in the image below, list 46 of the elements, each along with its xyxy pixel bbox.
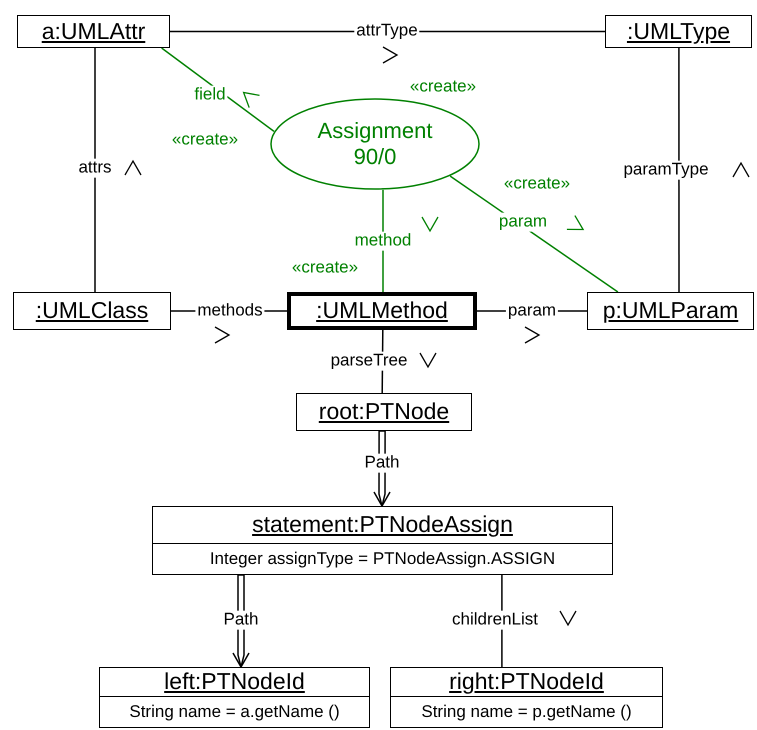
direction-arrow (124, 160, 142, 176)
direction-arrow (421, 216, 439, 232)
attribute-text: String name = a.getName () (129, 702, 340, 722)
object-box (99, 667, 370, 728)
object-name: statement:PTNodeAssign (252, 512, 513, 538)
object-box (296, 393, 472, 431)
association-line (94, 48, 96, 292)
object-name: a:UMLAttr (42, 18, 146, 44)
edge-label: parseTree (328, 352, 410, 370)
stereotype-label: «create» (502, 174, 572, 194)
direction-arrow (382, 46, 398, 64)
state-ellipse (270, 98, 480, 190)
edge-label: childrenList (450, 610, 540, 630)
object-name: p:UMLParam (602, 298, 738, 324)
object-name: right:PTNodeId (449, 669, 604, 695)
stereotype-label: «create» (408, 78, 478, 96)
object-name: root:PTNode (318, 399, 450, 425)
edge-label: method (352, 232, 414, 250)
direction-arrow (566, 215, 584, 230)
object-box (605, 15, 752, 48)
object-box (287, 292, 477, 330)
direction-arrow (242, 92, 260, 108)
object-name: :UMLMethod (316, 298, 448, 324)
direction-arrow (214, 326, 230, 344)
object-name: :UMLClass (36, 298, 148, 324)
object-name: :UMLType (626, 18, 730, 44)
object-name: left:PTNodeId (164, 669, 305, 695)
edge-label: Path (362, 454, 402, 472)
direction-arrow (559, 610, 577, 626)
object-box (390, 667, 663, 728)
direction-arrow (524, 326, 540, 344)
direction-arrow (732, 162, 750, 178)
stereotype-label: «create» (170, 130, 240, 150)
stereotype-label: «create» (290, 258, 360, 278)
attribute-text: Integer assignType = PTNodeAssign.ASSIGN (210, 549, 556, 569)
state-name: Assignment 90/0 (316, 118, 434, 170)
edge-label: Path (222, 610, 260, 630)
edge-label: attrType (354, 22, 420, 40)
object-box (17, 15, 170, 48)
object-box (13, 292, 171, 330)
association-line (678, 48, 680, 292)
edge-label: attrs (76, 158, 114, 178)
object-box (152, 506, 613, 575)
attribute-text: String name = p.getName () (421, 702, 632, 722)
direction-arrow (419, 352, 437, 368)
object-box (587, 292, 754, 330)
